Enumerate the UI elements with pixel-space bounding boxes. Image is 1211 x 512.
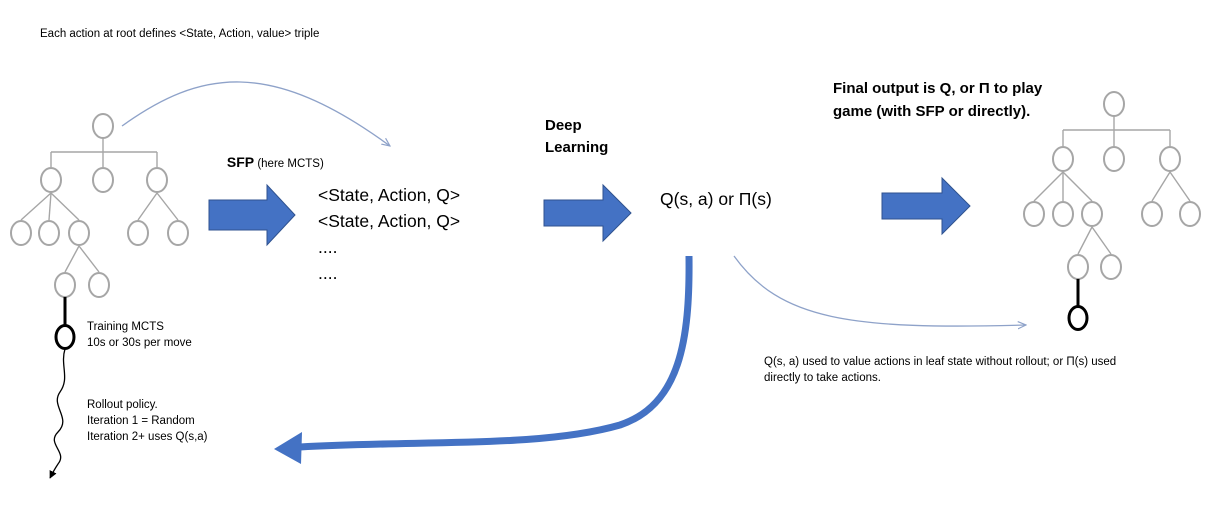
block-arrows (208, 176, 971, 247)
block-arrow-3 (881, 176, 971, 236)
leaf-value-arrow (733, 255, 1026, 326)
tree-node (92, 167, 114, 193)
expanded-node (54, 324, 76, 350)
leaf-note-line-1: Q(s, a) used to value actions in leaf st… (764, 356, 1117, 368)
tree-node (1067, 254, 1089, 280)
header-note: Each action at root defines <State, Acti… (40, 28, 320, 40)
right-tree-edges (1033, 116, 1191, 255)
rollout-line-2: Iteration 1 = Random (87, 415, 195, 427)
tree-node (40, 167, 62, 193)
tree-node (127, 220, 149, 246)
triple-line-1: <State, Action, Q> (318, 185, 461, 205)
tree-node (68, 220, 90, 246)
sfp-sublabel: (here MCTS) (254, 158, 324, 170)
feedback-arrow-head (274, 432, 302, 464)
tree-node (1052, 146, 1074, 172)
block-arrow-1 (208, 183, 296, 247)
left-tree (10, 113, 189, 479)
tree-node (146, 167, 168, 193)
sfp-label-group: SFP (here MCTS) (218, 133, 324, 173)
tree-node (1100, 254, 1122, 280)
tree-node (1081, 201, 1103, 227)
tree-node (38, 220, 60, 246)
tree-node (10, 220, 32, 246)
right-tree (1023, 91, 1201, 331)
feedback-arrow-shaft (299, 255, 693, 451)
deep-learning-line-2: Learning (545, 139, 609, 156)
left-tree-edges (20, 138, 179, 273)
left-tree-nodes (10, 113, 189, 298)
tree-node-root (92, 113, 114, 139)
tree-node (54, 272, 76, 298)
expanded-node (1067, 305, 1089, 331)
deep-learning-line-1: Deep (545, 117, 582, 134)
leaf-note-line-2: directly to take actions. (764, 372, 881, 384)
right-tree-nodes (1023, 91, 1201, 280)
block-arrow-2 (543, 183, 632, 243)
sfp-label: SFP (226, 154, 255, 170)
rollout-line-3: Iteration 2+ uses Q(s,a) (87, 431, 208, 443)
training-line-2: 10s or 30s per move (87, 337, 192, 349)
tree-node (1023, 201, 1045, 227)
q-output-label: Q(s, a) or Π(s) (660, 189, 772, 209)
tree-node-root (1103, 91, 1125, 117)
rollout-squiggle (49, 348, 66, 479)
root-to-sfp-arrow (121, 81, 390, 146)
training-line-1: Training MCTS (87, 321, 164, 333)
final-output-line-2: game (with SFP or directly). (833, 103, 1031, 120)
final-output-line-1: Final output is Q, or Π to play (833, 80, 1043, 97)
triple-line-3: .... (318, 237, 338, 257)
tree-node (1103, 146, 1125, 172)
tree-node (1159, 146, 1181, 172)
triple-line-4: .... (318, 263, 338, 283)
tree-node (88, 272, 110, 298)
tree-node (1052, 201, 1074, 227)
tree-node (167, 220, 189, 246)
tree-node (1179, 201, 1201, 227)
tree-node (1141, 201, 1163, 227)
rollout-line-1: Rollout policy. (87, 399, 158, 411)
triple-line-2: <State, Action, Q> (318, 211, 461, 231)
